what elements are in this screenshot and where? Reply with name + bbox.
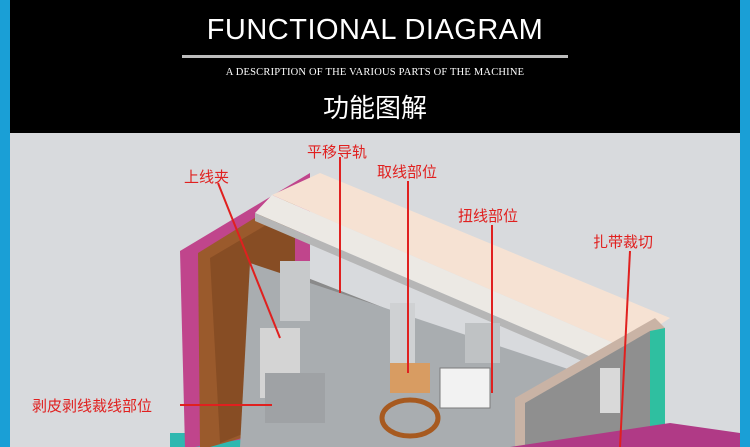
label-wire-take: 取线部位 <box>377 163 438 181</box>
leader-lines <box>180 157 631 447</box>
strip-unit-body <box>265 373 325 423</box>
wire-coil <box>379 397 441 439</box>
right-cabinet-side <box>650 328 665 447</box>
machine-illustration <box>170 157 740 447</box>
label-wire-twist: 扭线部位 <box>458 207 519 225</box>
top-beam-front <box>255 195 625 365</box>
upper-clamp-unit <box>280 261 310 321</box>
label-translation-rail: 平移导轨 <box>307 143 368 161</box>
take-unit-gripper <box>390 363 430 393</box>
top-beam-edge <box>255 213 610 373</box>
page-title: FUNCTIONAL DIAGRAM <box>206 14 544 46</box>
twist-unit-top <box>465 323 500 363</box>
leader-tie-cut <box>619 250 631 447</box>
leader-upper-clamp <box>217 182 281 339</box>
label-strip-cut: 剥皮剥线裁线部位 <box>32 397 153 415</box>
page-subtitle: A DESCRIPTION OF THE VARIOUS PARTS OF TH… <box>225 67 525 78</box>
header-banner: FUNCTIONAL DIAGRAM A DESCRIPTION OF THE … <box>10 0 740 133</box>
right-cabinet-inner <box>525 331 650 447</box>
tie-cut-unit <box>600 368 620 413</box>
twist-unit-box <box>439 367 491 409</box>
machine-diagram: 上线夹 平移导轨 取线部位 扭线部位 扎带裁切 剥皮剥线裁线部位 <box>10 133 740 447</box>
right-base-trim <box>510 423 740 447</box>
label-tie-cut: 扎带裁切 <box>593 233 654 251</box>
page-title-cn: 功能图解 <box>322 94 427 124</box>
label-upper-clamp: 上线夹 <box>184 168 230 186</box>
top-beam <box>272 173 670 348</box>
title-divider <box>182 55 568 58</box>
